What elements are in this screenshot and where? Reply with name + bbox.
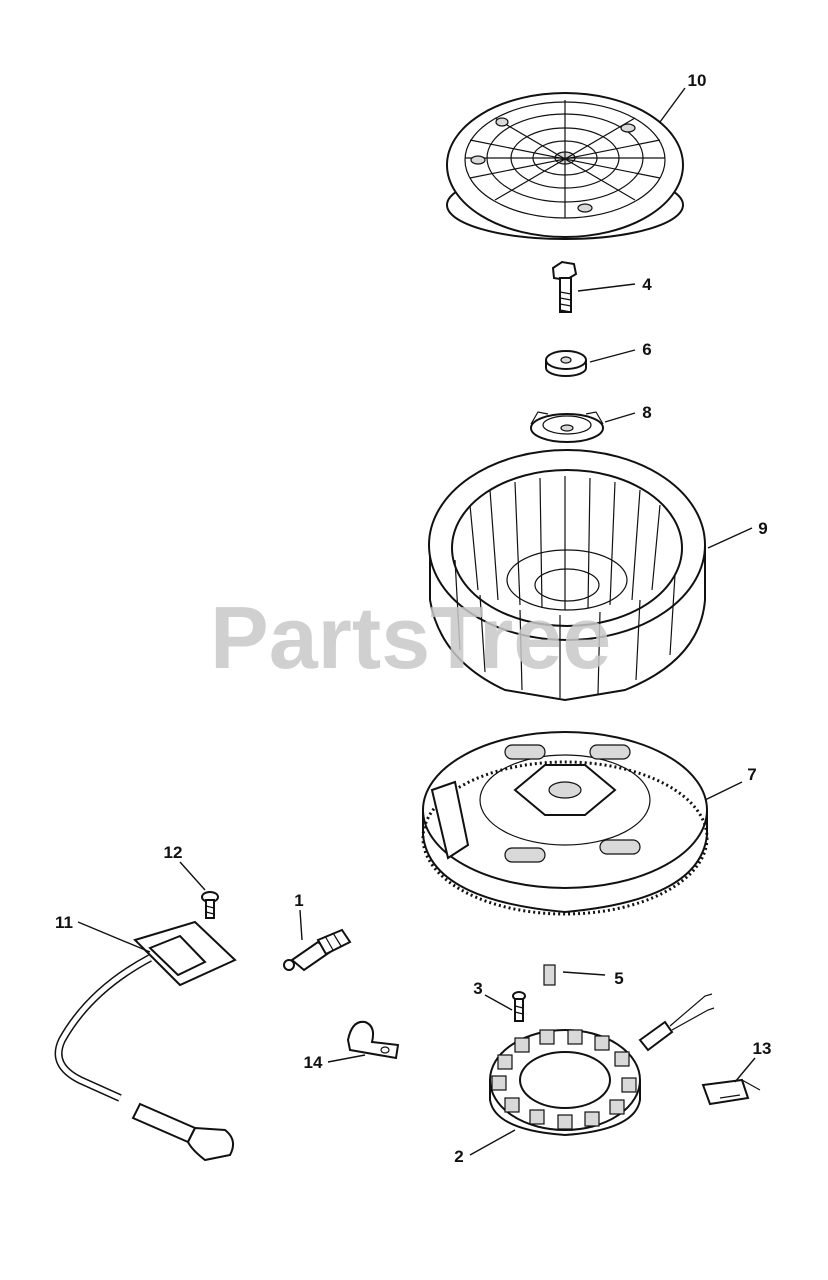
callout-10[interactable]: 10 (688, 71, 707, 90)
callout-labels: 10 4 6 8 9 7 12 1 11 5 3 14 13 2 (55, 71, 771, 1166)
callout-14[interactable]: 14 (304, 1053, 323, 1072)
callout-5[interactable]: 5 (614, 969, 623, 988)
spark-plug-part[interactable] (283, 928, 352, 972)
watermark: PartsTree (210, 588, 611, 687)
washer-part[interactable] (545, 350, 587, 377)
flywheel-bolt-part[interactable] (551, 260, 578, 313)
leader-lines (77, 87, 756, 1156)
flywheel-key-part[interactable] (543, 964, 556, 986)
callout-11[interactable]: 11 (55, 913, 73, 932)
callout-3[interactable]: 3 (473, 979, 482, 998)
callout-4[interactable]: 4 (642, 275, 652, 294)
stator-screw-part[interactable] (512, 991, 526, 1022)
connector-part[interactable] (701, 1078, 761, 1106)
wire-clip-part[interactable] (346, 1020, 400, 1060)
fan-screen-part[interactable] (446, 92, 684, 240)
callout-1[interactable]: 1 (294, 891, 303, 910)
cooling-fan-part[interactable] (428, 449, 706, 702)
callout-7[interactable]: 7 (747, 765, 756, 784)
ignition-module-part[interactable] (54, 920, 237, 1162)
flywheel-part[interactable] (421, 731, 709, 916)
callout-6[interactable]: 6 (642, 340, 651, 359)
callout-13[interactable]: 13 (753, 1039, 772, 1058)
callout-9[interactable]: 9 (758, 519, 767, 538)
ignition-module-screw-part[interactable] (201, 891, 219, 919)
stator-part[interactable] (489, 993, 715, 1137)
callout-2[interactable]: 2 (454, 1147, 463, 1166)
callout-8[interactable]: 8 (642, 403, 651, 422)
fan-retainer-part[interactable] (530, 411, 604, 443)
callout-12[interactable]: 12 (164, 843, 183, 862)
